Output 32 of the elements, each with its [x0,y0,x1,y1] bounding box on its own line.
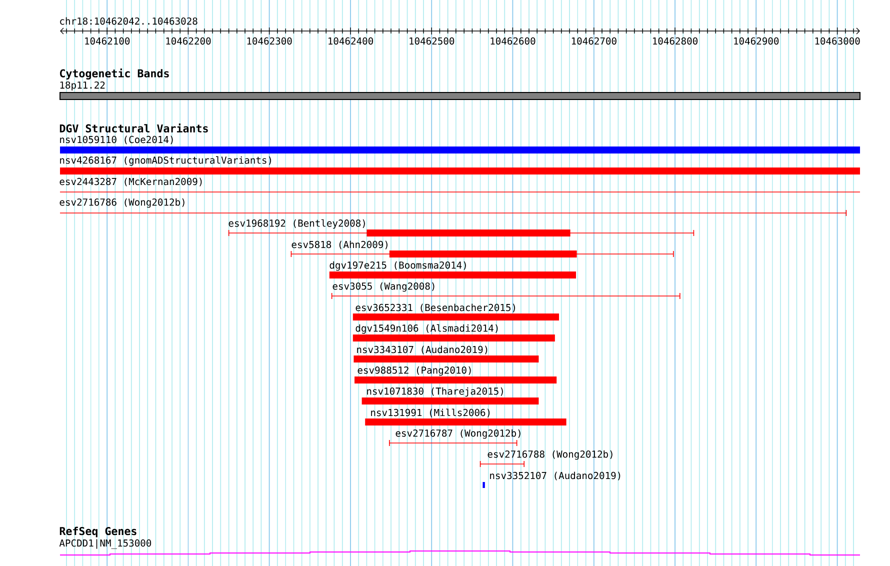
tick-label: 10463000 [815,37,860,45]
feature-label: esv2716787 (Wong2012b) [396,429,520,439]
feature-label: esv988512 (Pang2010) [358,366,471,376]
feature-label: APCDD1|NM_153000 [59,539,152,549]
feature-label: esv3055 (Wang2008) [332,282,434,292]
tick-label: 10462400 [328,37,373,45]
tick-label: 10462900 [734,37,779,45]
feature-label: nsv3352107 (Audano2019) [490,472,620,480]
tick-label: 10462700 [572,37,616,45]
feature-label: esv1968192 (Bentley2008) [228,219,365,229]
feature-label: esv2716788 (Wong2012b) [488,450,612,460]
feature-label: nsv3343107 (Audano2019) [357,346,488,354]
tick-label: 10462300 [247,37,292,45]
feature-label: esv2443287 (McKernan2009) [60,178,202,186]
feature-label: 18p11.22 [60,81,105,91]
track-heading: Cytogenetic Bands [60,68,169,80]
tick-label: 10462600 [490,37,536,45]
feature-label: esv5818 (Ahn2009) [292,240,388,250]
tick-label: 10462500 [410,37,454,45]
feature-label: nsv4268167 (gnomADStructuralVariants) [60,156,272,166]
tick-label: 10462800 [653,37,698,45]
feature-label: dgv197e215 (Boomsma2014) [330,261,466,271]
tick-label: 10462100 [85,37,130,45]
feature-label: nsv1071830 (Thareja2015) [367,387,503,397]
coordinate-label: chr18:10462042..10463028 [60,17,198,25]
feature-label: esv2716786 (Wong2012b) [60,198,184,208]
track-heading: DGV Structural Variants [60,124,208,132]
feature-label: dgv1549n106 (Alsmadi2014) [356,324,498,334]
feature-label: nsv1059110 (Coe2014) [60,136,173,144]
feature-label: esv3652331 (Besenbacher2015) [356,304,516,312]
feature-label: nsv131991 (Mills2006) [371,408,490,418]
tick-label: 10462200 [166,37,211,45]
